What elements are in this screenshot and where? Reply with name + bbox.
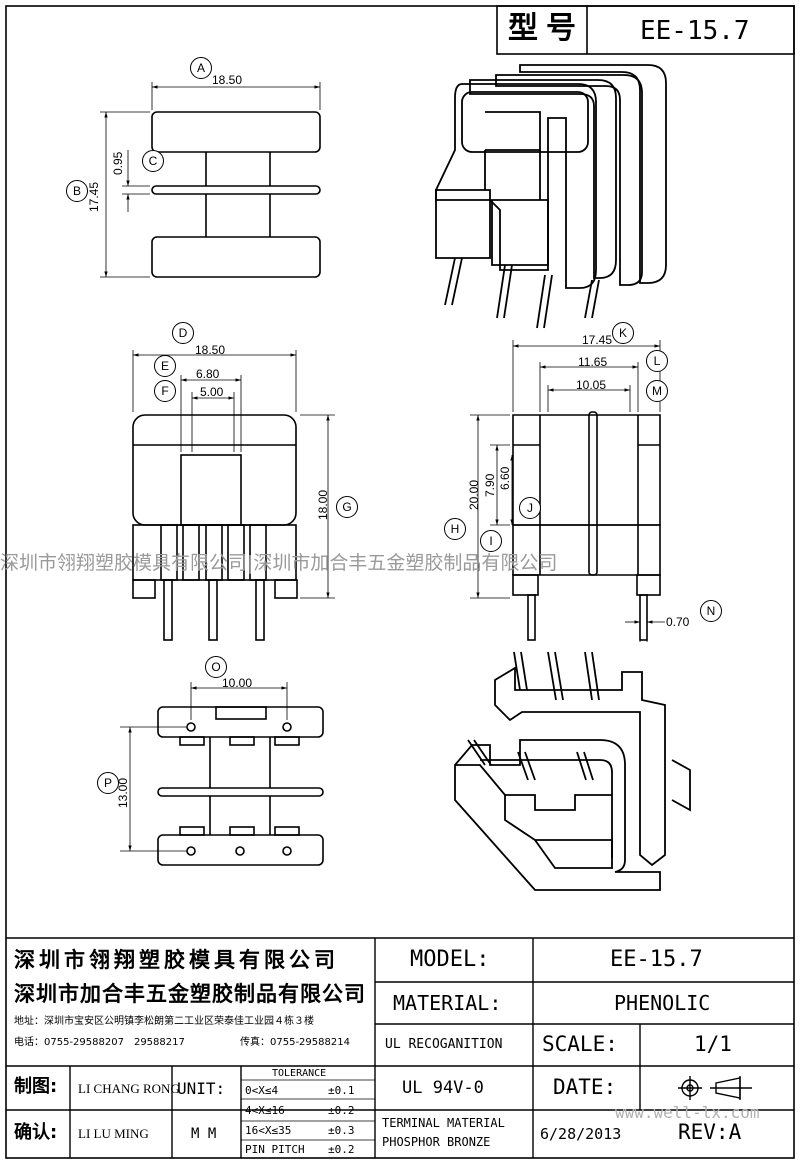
callout-k: K	[612, 322, 634, 344]
isometric-view-bottom	[454, 651, 691, 891]
dim-j: 6.60	[498, 466, 512, 490]
terminal-material-line1: TERMINAL MATERIAL	[382, 1116, 505, 1130]
unit-value: M M	[191, 1126, 217, 1142]
callout-l: L	[646, 350, 668, 372]
header-model-value: EE-15.7	[640, 16, 750, 46]
front-view	[132, 414, 298, 641]
tolerance-title: TOLERANCE	[272, 1068, 327, 1079]
terminal-material-line2: PHOSPHOR BRONZE	[382, 1135, 491, 1149]
dim-c: 0.95	[111, 151, 125, 175]
dim-f: 5.00	[200, 385, 224, 399]
address: 地址：深圳市宝安区公明镇李松朗第二工业区荣泰佳工业园４栋３楼	[14, 1016, 314, 1027]
callout-o: O	[205, 656, 227, 678]
callout-p: P	[97, 772, 119, 794]
drawn-label: 制图:	[14, 1076, 58, 1097]
material-label: MATERIAL:	[393, 991, 502, 1015]
callout-c: C	[142, 150, 164, 172]
side-view-top-left	[151, 111, 321, 278]
dim-g: 18.00	[316, 489, 330, 520]
tol-range-1: 0<X≤4	[245, 1084, 279, 1097]
callout-f: F	[154, 380, 176, 402]
scale-label: SCALE:	[542, 1032, 618, 1056]
dim-b: 17.45	[87, 181, 101, 212]
scale-value: 1/1	[694, 1032, 732, 1056]
tol-value-3: ±0.3	[328, 1124, 355, 1137]
model-label: MODEL:	[410, 947, 490, 972]
checked-by: LI LU MING	[78, 1126, 149, 1141]
callout-j: J	[519, 497, 541, 519]
tol-range-3: 16<X≤35	[245, 1124, 292, 1137]
title-block-grid	[6, 937, 794, 1158]
callout-n: N	[700, 600, 722, 622]
tol-range-4: PIN PITCH	[245, 1143, 305, 1156]
side-view-right	[512, 411, 661, 641]
dim-d: 18.50	[195, 343, 226, 357]
ul-value: UL 94V-0	[402, 1078, 484, 1098]
isometric-view-top	[435, 64, 667, 329]
callout-b: B	[66, 180, 88, 202]
company-name-1: 深圳市翎翔塑胶模具有限公司	[14, 948, 339, 972]
callout-i: I	[480, 530, 502, 552]
tol-value-2: ±0.2	[328, 1104, 355, 1117]
ul-label: UL RECOGANITION	[385, 1037, 503, 1052]
dim-p: 13.00	[116, 777, 130, 808]
website-watermark: www.well-lx.com	[615, 1103, 760, 1122]
fax: 传真：0755-29588214	[240, 1037, 350, 1048]
drawn-by: LI CHANG RONG	[78, 1081, 180, 1096]
callout-g: G	[336, 496, 358, 518]
date-value: 6/28/2013	[540, 1125, 622, 1143]
dim-i: 7.90	[483, 473, 497, 497]
watermark: 深圳市翎翔塑胶模具有限公司|深圳市加合丰五金塑胶制品有限公司	[0, 552, 558, 574]
model-value: EE-15.7	[610, 947, 703, 972]
date-label: DATE:	[553, 1075, 617, 1099]
callout-h: H	[444, 518, 466, 540]
bottom-view	[157, 706, 324, 866]
dim-e: 6.80	[196, 367, 220, 381]
tol-range-2: 4<X≤16	[245, 1104, 285, 1117]
callout-m: M	[646, 380, 668, 402]
tol-value-4: ±0.2	[328, 1143, 355, 1156]
dim-m: 10.05	[576, 378, 607, 392]
material-value: PHENOLIC	[614, 991, 711, 1015]
tol-value-1: ±0.1	[328, 1084, 355, 1097]
dim-h: 20.00	[467, 479, 481, 510]
header-model-label: 型号	[508, 11, 584, 46]
dim-l: 11.65	[578, 355, 608, 369]
dim-n: 0.70	[666, 615, 690, 629]
dim-k: 17.45	[582, 333, 613, 347]
header-box	[496, 5, 795, 55]
dim-a: 18.50	[212, 73, 243, 87]
callout-e: E	[154, 355, 176, 377]
callout-a: A	[190, 57, 212, 79]
outer-border	[5, 5, 795, 1159]
phone: 电话：0755-29588207 29588217	[14, 1037, 185, 1048]
company-name-2: 深圳市加合丰五金塑胶制品有限公司	[14, 982, 366, 1006]
unit-label: UNIT:	[177, 1079, 226, 1098]
rev-label: REV:A	[678, 1120, 742, 1144]
checked-label: 确认:	[14, 1122, 58, 1143]
callout-d: D	[172, 322, 194, 344]
projection-symbol-icon	[678, 1076, 752, 1100]
dim-o: 10.00	[222, 676, 253, 690]
